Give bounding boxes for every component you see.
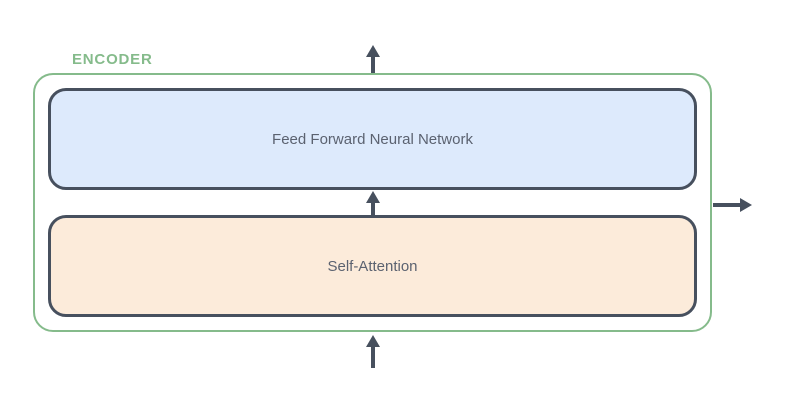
feed-forward-block: Feed Forward Neural Network <box>48 88 697 190</box>
encoder-output-arrow-up-icon <box>366 45 380 73</box>
inter-block-arrow-up-icon <box>366 191 380 215</box>
encoder-output-arrow-right-icon <box>713 198 752 212</box>
self-attention-label: Self-Attention <box>327 257 418 275</box>
encoder-input-arrow-up-icon <box>366 335 380 368</box>
feed-forward-label: Feed Forward Neural Network <box>272 130 473 148</box>
self-attention-block: Self-Attention <box>48 215 697 317</box>
encoder-label: ENCODER <box>72 51 153 68</box>
